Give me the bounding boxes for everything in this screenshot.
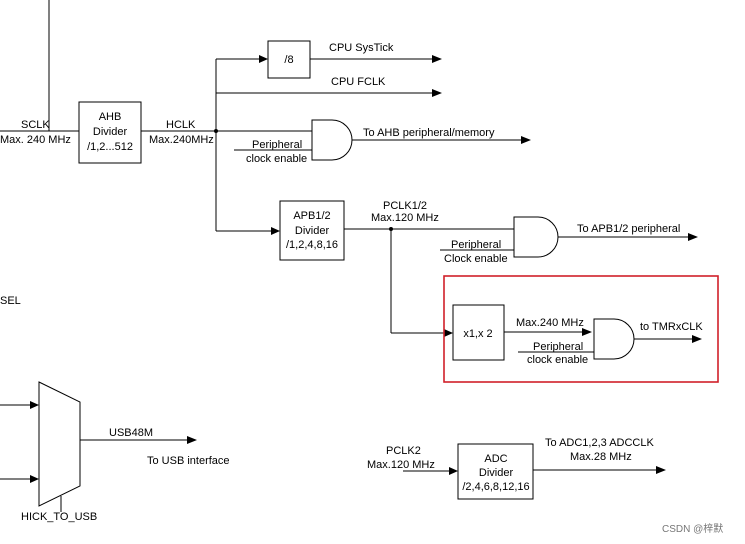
multiplier-block: [452, 304, 505, 361]
fclk-arrow: [432, 89, 442, 97]
hclk-max-label: Max.240MHz: [149, 134, 214, 146]
apb-enable-label-2: Clock enable: [444, 253, 508, 265]
apb-out-arrow: [688, 233, 698, 241]
tmrxclk-label: to TMRxCLK: [640, 321, 703, 333]
cpu-fclk-label: CPU FCLK: [331, 76, 386, 88]
tmr-in-arrow: [582, 328, 592, 336]
adc-divider-title: ADC: [484, 453, 507, 465]
watermark: CSDN @梓默: [662, 522, 723, 535]
pclk12-label: PCLK1/2: [383, 200, 427, 212]
usb-mux: [38, 381, 81, 507]
apb-divider-subtitle: Divider: [295, 225, 330, 237]
adc-max-label: Max.28 MHz: [570, 451, 632, 463]
tmr-highlight-box: [443, 275, 719, 383]
pclk2-max-label: Max.120 MHz: [367, 459, 435, 471]
ahb-divider-title: AHB: [99, 111, 122, 123]
tmr-enable-label-2: clock enable: [527, 354, 588, 366]
usb-mux-input-1-arrow: [30, 401, 39, 409]
systick-arrow: [432, 55, 442, 63]
tmr-and-gate: [593, 318, 635, 360]
ahb-enable-label-2: clock enable: [246, 153, 307, 165]
div8-block: [267, 40, 311, 79]
pclk2-arrow: [449, 467, 458, 475]
tmr-enable-label-1: Peripheral: [533, 341, 583, 353]
pclk2-label: PCLK2: [386, 445, 421, 457]
ahb-divider-ratios: /1,2...512: [87, 141, 133, 153]
adc-divider-subtitle: Divider: [479, 467, 514, 479]
apb-divider-ratios: /1,2,4,8,16: [286, 239, 338, 251]
adc-divider-block: [457, 443, 534, 500]
div8-label: /8: [284, 54, 293, 66]
adc-out-arrow: [656, 466, 666, 474]
ahb-out-arrow: [521, 136, 531, 144]
usb-mux-input-2-arrow: [30, 475, 39, 483]
ahb-periph-label: To AHB peripheral/memory: [363, 127, 495, 139]
ahb-and-gate: [311, 119, 353, 161]
adc-divider-ratios: /2,4,6,8,12,16: [462, 481, 529, 493]
systick-in-arrow: [259, 55, 268, 63]
max240-label: Max.240 MHz: [516, 317, 584, 329]
adc-clk-label: To ADC1,2,3 ADCCLK: [545, 437, 654, 449]
ahb-divider-block: [78, 101, 142, 164]
pclk12-max-label: Max.120 MHz: [371, 212, 439, 224]
usb48m-label: USB48M: [109, 427, 153, 439]
cpu-systick-label: CPU SysTick: [329, 42, 394, 54]
hick-to-usb-label: HICK_TO_USB: [21, 511, 97, 523]
ahb-divider-subtitle: Divider: [93, 126, 128, 138]
apb-periph-label: To APB1/2 peripheral: [577, 223, 680, 235]
apb-divider-title: APB1/2: [293, 210, 330, 222]
sclk-max-label: Max. 240 MHz: [0, 134, 71, 146]
usb-out-arrow: [187, 436, 197, 444]
tmr-branch-arrow: [444, 329, 453, 337]
apb-divider-block: [279, 200, 345, 261]
hclk-label: HCLK: [166, 119, 196, 131]
apb-in-arrow: [271, 227, 280, 235]
tmr-out-arrow: [692, 335, 702, 343]
apb-and-gate: [513, 216, 559, 258]
usb-interface-label: To USB interface: [147, 455, 230, 467]
ahb-enable-label-1: Peripheral: [252, 139, 302, 151]
apb-enable-label-1: Peripheral: [451, 239, 501, 251]
sel-partial-label: SEL: [0, 295, 21, 307]
multiplier-label: x1,x 2: [463, 328, 492, 340]
sclk-label: SCLK: [21, 119, 50, 131]
